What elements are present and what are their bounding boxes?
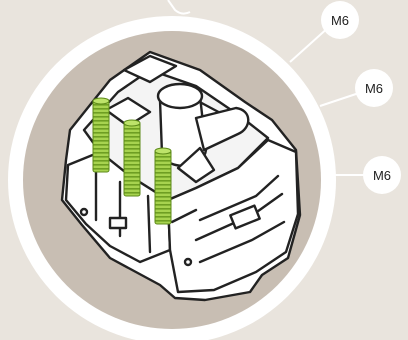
leader-line-1 — [167, 0, 191, 15]
callout-label: M6 — [373, 168, 391, 183]
callout-label: M6 — [331, 13, 349, 28]
fastener-group — [92, 97, 172, 225]
green-screw-icon — [154, 147, 172, 225]
callout-label: M6 — [365, 81, 383, 96]
green-screw-icon — [92, 97, 110, 173]
callout-1: M6 — [321, 1, 359, 39]
locking-block-icon — [60, 50, 302, 302]
label-bubble-icon — [321, 1, 359, 39]
green-screw-icon — [123, 119, 141, 197]
leader-line-2 — [289, 25, 331, 63]
label-bubble-icon — [363, 156, 401, 194]
callout-2: M6 — [355, 69, 393, 107]
callout-3: M6 — [363, 156, 401, 194]
label-bubble-icon — [355, 69, 393, 107]
leader-line-3 — [319, 91, 363, 107]
leader-lines — [167, 0, 368, 176]
